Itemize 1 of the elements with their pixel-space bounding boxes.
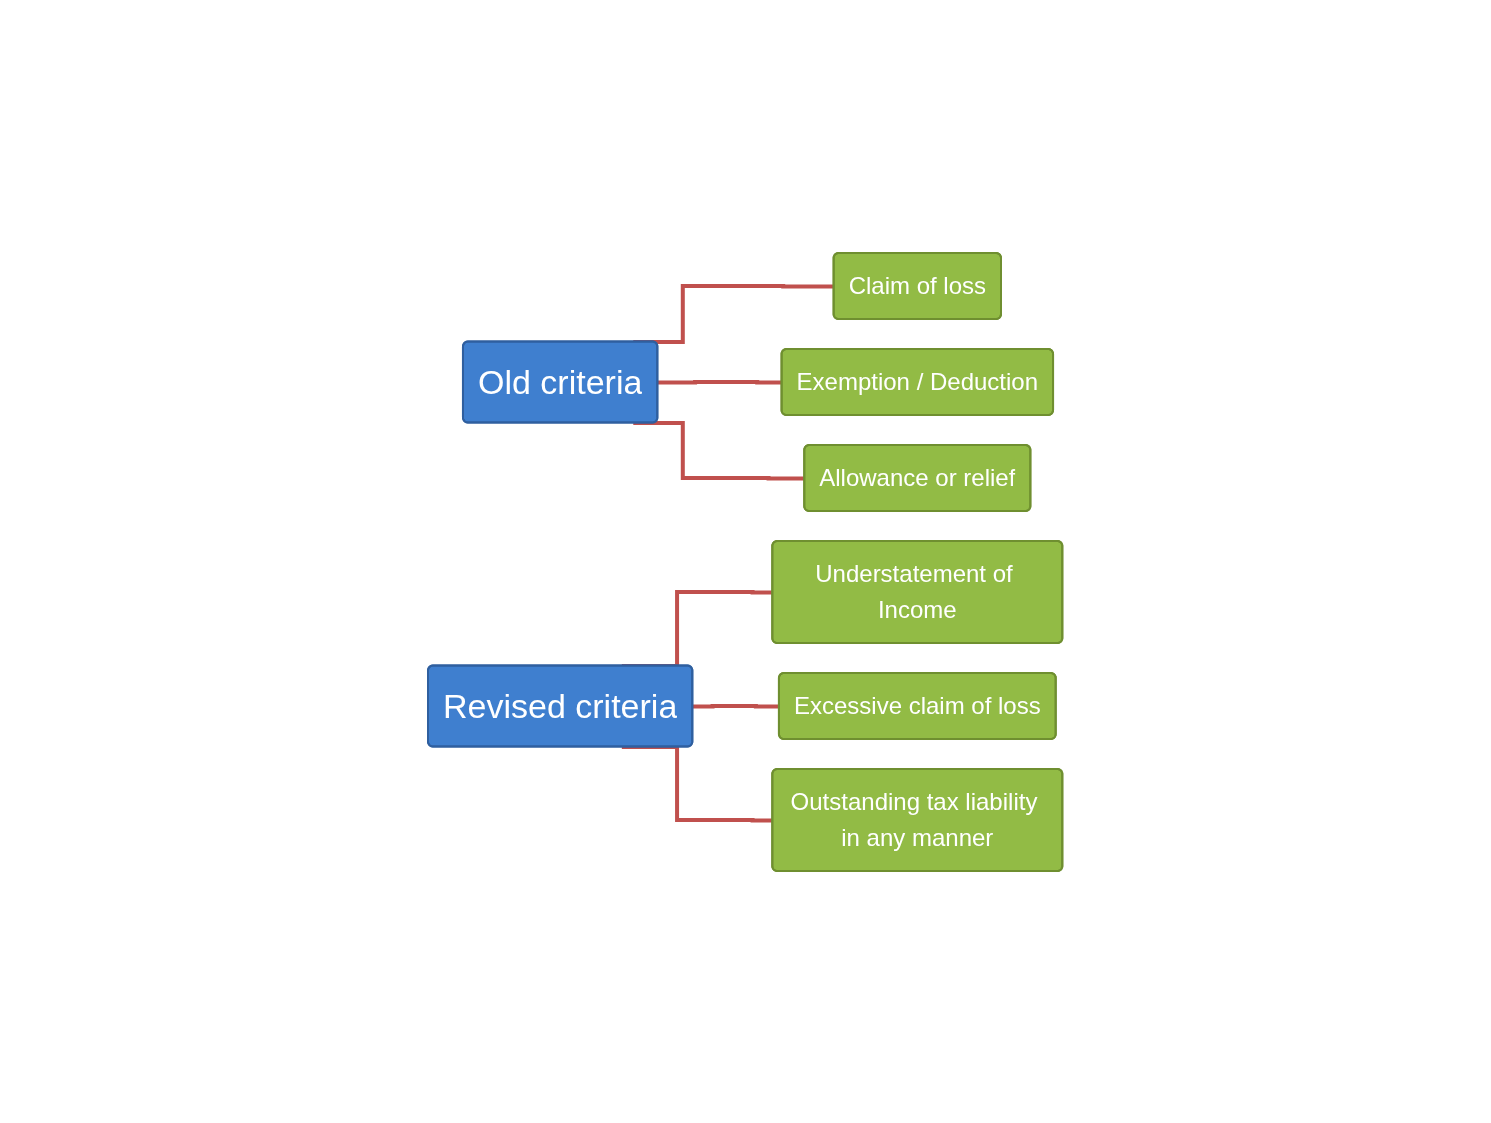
connector — [693, 703, 780, 708]
